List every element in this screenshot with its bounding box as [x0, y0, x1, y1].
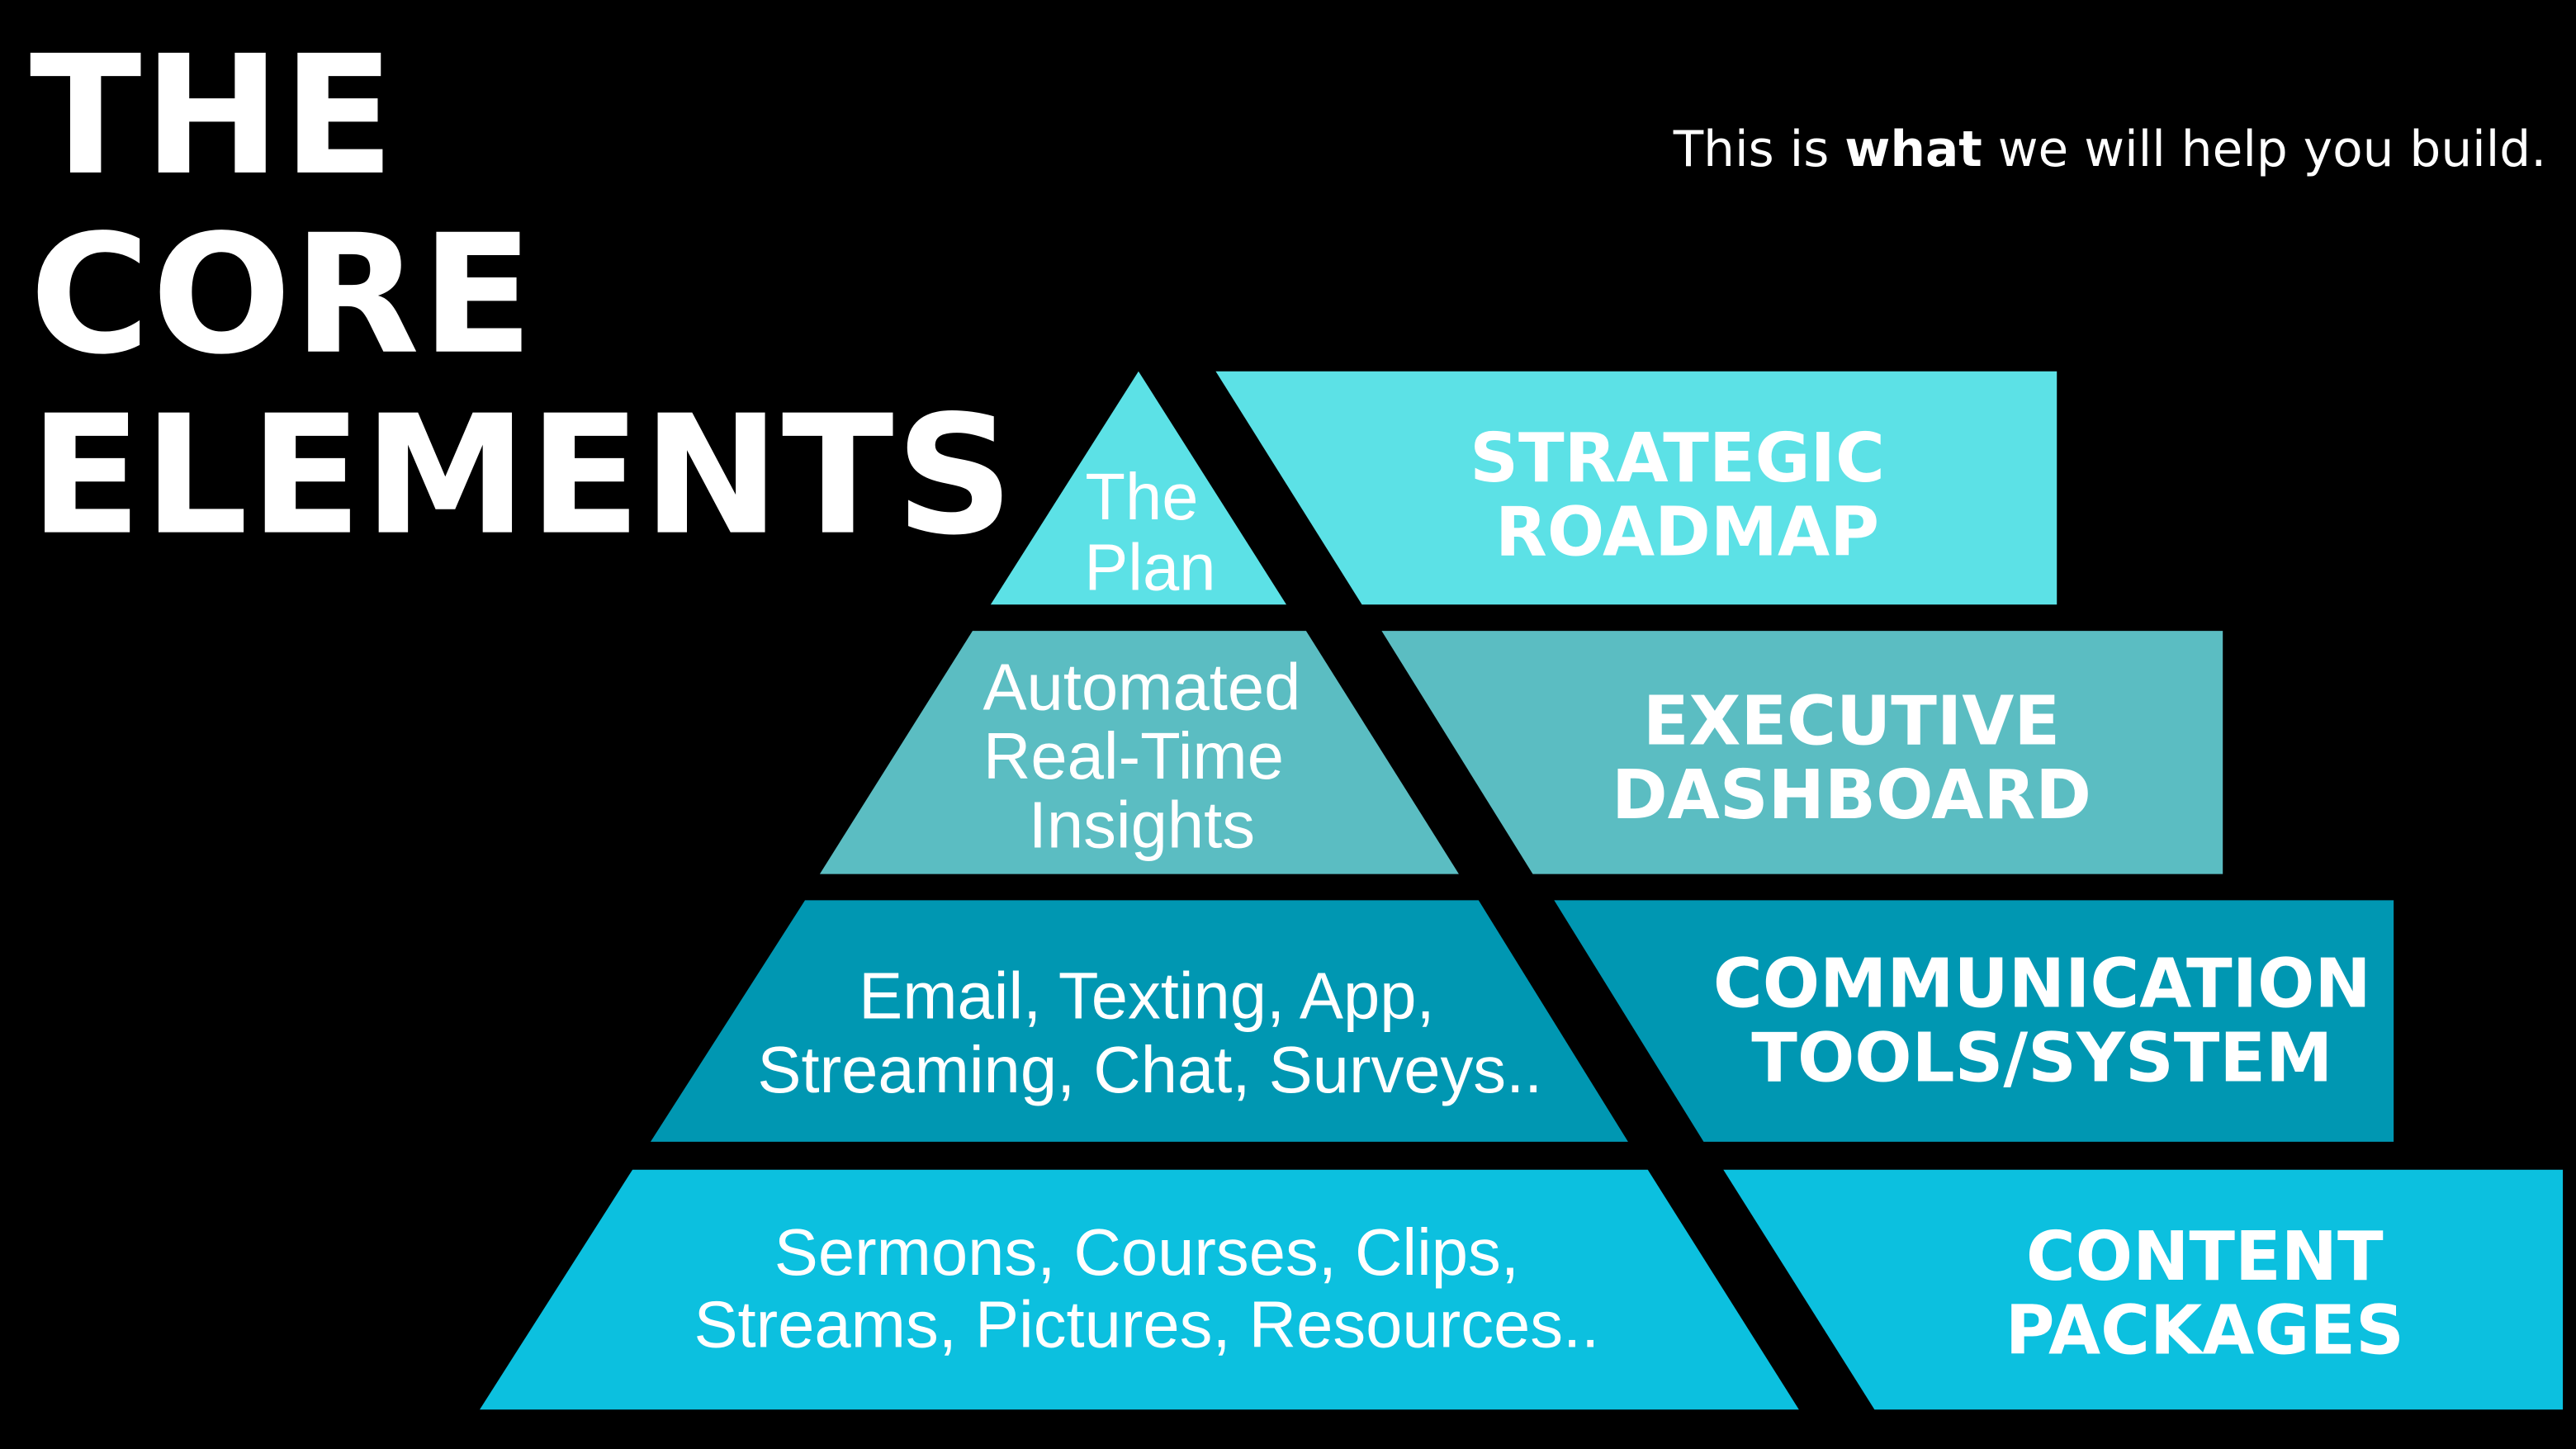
tier-4-label-line: CONTENT — [2026, 1218, 2384, 1296]
title-line-1: THE — [30, 20, 396, 211]
pyramid-tier-2 — [819, 631, 1459, 874]
tier-communication: Email, Texting, App, Streaming, Chat, Su… — [650, 900, 2394, 1142]
tier-3-label-line: COMMUNICATION — [1713, 945, 2371, 1024]
pyramid-tier-3 — [650, 900, 1628, 1142]
subtitle-bold: what — [1844, 121, 1982, 178]
pyramid-tier-4 — [480, 1169, 1799, 1410]
tier-insights: Automated Real-Time Insights EXECUTIVE D… — [819, 631, 2223, 874]
subtitle-before: This is — [1673, 121, 1845, 178]
subtitle-after: we will help you build. — [1982, 121, 2546, 178]
tier-2-text-line: Insights — [1029, 788, 1255, 862]
slide-title: THE CORE ELEMENTS — [30, 20, 1016, 571]
pyramid-tier-1 — [990, 371, 1287, 605]
tier-2-text-line: Real-Time — [983, 719, 1284, 793]
tier-2-label-line: DASHBOARD — [1612, 756, 2091, 835]
title-line-2: CORE — [30, 199, 535, 391]
title-line-3: ELEMENTS — [30, 380, 1016, 571]
tier-2-text-line: Automated — [983, 651, 1300, 724]
tier-content: Sermons, Courses, Clips, Streams, Pictur… — [480, 1169, 2564, 1410]
tier-1-label-line: STRATEGIC — [1470, 419, 1885, 498]
tier-3-text-line: Email, Texting, App, — [859, 959, 1434, 1033]
tier-plan: The Plan STRATEGIC ROADMAP — [990, 371, 2057, 605]
tier-4-text-line: Streams, Pictures, Resources.. — [694, 1288, 1599, 1361]
label-band-2 — [1381, 631, 2223, 874]
subtitle: This is what we will help you build. — [1673, 121, 2546, 178]
tier-4-label-line: PACKAGES — [2005, 1292, 2404, 1371]
tier-4-text-line: Sermons, Courses, Clips, — [774, 1215, 1519, 1289]
tier-1-text-line: Plan — [1084, 530, 1215, 604]
tier-3-label-line: TOOLS/SYSTEM — [1751, 1019, 2332, 1097]
label-band-1 — [1215, 371, 2057, 605]
tier-3-text-line: Streaming, Chat, Surveys.. — [757, 1033, 1542, 1106]
tier-2-label-line: EXECUTIVE — [1643, 682, 2060, 760]
label-band-4 — [1723, 1169, 2564, 1410]
tier-1-text-line: The — [1085, 460, 1198, 533]
label-band-3 — [1554, 900, 2394, 1142]
tier-1-label-line: ROADMAP — [1495, 494, 1879, 572]
